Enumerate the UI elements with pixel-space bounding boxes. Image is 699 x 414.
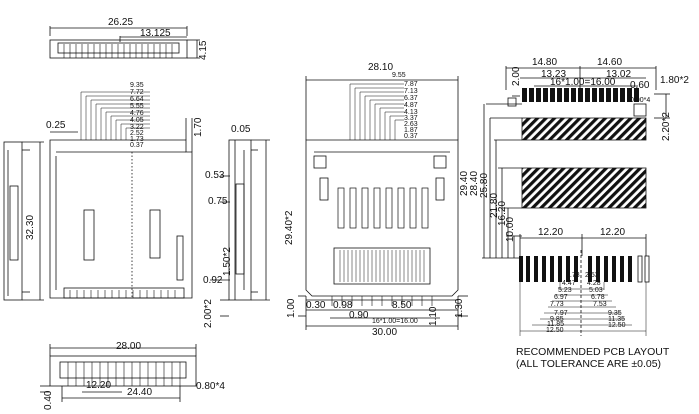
dim-right-e: 2.00*2 xyxy=(203,299,214,328)
dim-bottom-width: 28.00 xyxy=(116,341,142,352)
dim-pcb-inner-6: 6.97 xyxy=(554,294,568,301)
dim-bottom-half: 12.20 xyxy=(86,380,112,391)
dim-pcb-inner-9: 7.53 xyxy=(593,301,607,308)
dim-pcb-top-left: 14.80 xyxy=(532,57,558,68)
dim-pcb-right-half: 12.20 xyxy=(600,227,626,238)
dim-front-stack-7: 2.52 xyxy=(130,130,144,137)
dim-front-stack-6: 3.22 xyxy=(130,124,144,131)
dim-pcb-gap: 0.60 xyxy=(630,80,650,91)
pcb-caption-line1: RECOMMENDED PCB LAYOUT xyxy=(516,346,670,358)
dim-pcb-hatch-w: 0.90*4 xyxy=(630,97,651,104)
dim-pcb-inner-1: 2.53 xyxy=(585,272,599,279)
dim-main-s2: 0.90 xyxy=(349,310,369,321)
dim-main-stack-1: 7.87 xyxy=(404,81,418,88)
dim-pcb-top-right: 14.60 xyxy=(597,57,623,68)
bottom-view xyxy=(40,344,197,402)
dim-pcb-inner-2: 4.47 xyxy=(562,280,576,287)
dim-pcb-pad-h: 2.20*2 xyxy=(661,112,672,141)
dim-pcb-mid-right: 13.02 xyxy=(606,69,632,80)
dim-front-stack-4: 4.76 xyxy=(130,110,144,117)
dim-pcb-outer-right-0: 9.35 xyxy=(608,310,622,317)
dim-top-width: 26.25 xyxy=(108,17,134,28)
dim-front-tab: 1.70 xyxy=(193,117,204,137)
dim-bottom-h: 0.40 xyxy=(43,390,54,410)
left-side-view xyxy=(3,141,44,301)
pcb-layout-view xyxy=(482,66,670,336)
dim-side-height: 32.30 xyxy=(25,214,36,240)
dim-main-stack-8: 1.87 xyxy=(404,127,418,134)
dim-front-stack-2: 6.64 xyxy=(130,96,144,103)
dim-main-s1: 0.98 xyxy=(333,300,353,311)
dim-main-stack-5: 4.13 xyxy=(404,109,418,116)
dim-front-stack-3: 5.55 xyxy=(130,103,144,110)
dim-top-half: 13.125 xyxy=(140,28,171,39)
dim-front-stack-1: 7.72 xyxy=(130,89,144,96)
dim-pcb-outer-left-3: 12.50 xyxy=(546,327,564,334)
dim-right-c: 1.50*2 xyxy=(222,247,233,276)
dim-pcb-outer-left-1: 9.85 xyxy=(550,316,564,323)
dim-pcb-left-half: 12.20 xyxy=(538,227,564,238)
dim-main-pitch: 16*1.00=16.00 xyxy=(372,318,418,325)
dim-front-stack-8: 1.73 xyxy=(130,136,144,143)
dim-pcb-inner-7: 6.78 xyxy=(591,294,605,301)
dim-pcb-inner-0: 2.73 xyxy=(566,272,580,279)
dim-pcb-mid-left: 13.23 xyxy=(541,69,567,80)
dim-front-stack-9: 0.37 xyxy=(130,142,144,149)
dim-right-top: 0.05 xyxy=(231,124,251,135)
dim-pcb-inner-5: 5.03 xyxy=(589,287,603,294)
dim-pcb-inner-8: 7.73 xyxy=(550,301,564,308)
dim-bottom-pin: 0.80*4 xyxy=(196,381,225,392)
dim-main-width: 28.10 xyxy=(368,62,394,73)
dim-bottom-span: 24.40 xyxy=(127,387,153,398)
dim-main-right-v: 1.30 xyxy=(454,298,465,318)
dim-main-stack-7: 2.63 xyxy=(404,121,418,128)
dim-right-a: 0.53 xyxy=(205,170,225,181)
main-view xyxy=(298,76,468,330)
dim-pcb-corner: 2.00 xyxy=(511,66,522,86)
dim-pcb-pad-w: 1.80*2 xyxy=(660,75,689,86)
dim-right-b: 0.75 xyxy=(208,196,228,207)
top-view xyxy=(49,26,200,59)
dim-main-stack-6: 3.37 xyxy=(404,115,418,122)
dim-front-pitch-left: 0.25 xyxy=(46,120,66,131)
dim-pcb-pitch: 16*1.00=16.00 xyxy=(550,77,616,88)
right-side-view xyxy=(210,139,270,317)
dim-main-s3: 8.50 xyxy=(392,300,412,311)
left-front-view xyxy=(49,91,193,299)
dim-main-stack-9: 0.37 xyxy=(404,133,418,140)
dim-top-height: 4.15 xyxy=(198,40,209,60)
dim-main-stack-0: 9.55 xyxy=(392,72,406,79)
dim-main-right-gap: 1.10 xyxy=(428,306,439,326)
dim-pcb-inner-3: 4.28 xyxy=(587,280,601,287)
dim-main-stack-2: 7.13 xyxy=(404,88,418,95)
dim-front-stack-5: 4.05 xyxy=(130,117,144,124)
dim-pcb-outer-left-0: 7.97 xyxy=(554,310,568,317)
dim-main-bottom-left: 0.30 xyxy=(306,300,326,311)
dim-front-stack-0: 9.35 xyxy=(130,82,144,89)
dim-main-total: 30.00 xyxy=(372,327,398,338)
dim-right-d: 0.92 xyxy=(203,275,223,286)
pcb-caption: RECOMMENDED PCB LAYOUT (ALL TOLERANCE AR… xyxy=(516,346,669,370)
dim-right-height: 29.40*2 xyxy=(284,210,295,245)
dim-main-left-v: 1.00 xyxy=(286,298,297,318)
dim-pcb-inner-4: 5.23 xyxy=(558,287,572,294)
dim-main-stack-4: 4.87 xyxy=(404,102,418,109)
dim-main-stack-3: 6.37 xyxy=(404,95,418,102)
dim-pcb-outer-left-2: 11.85 xyxy=(547,321,564,328)
dim-pcb-v5: 10.00 xyxy=(505,216,516,242)
dim-pcb-outer-right-2: 12.50 xyxy=(608,322,626,329)
dim-pcb-outer-right-1: 11.35 xyxy=(608,316,625,323)
pcb-caption-line2: (ALL TOLERANCE ARE ±0.05) xyxy=(516,358,662,370)
